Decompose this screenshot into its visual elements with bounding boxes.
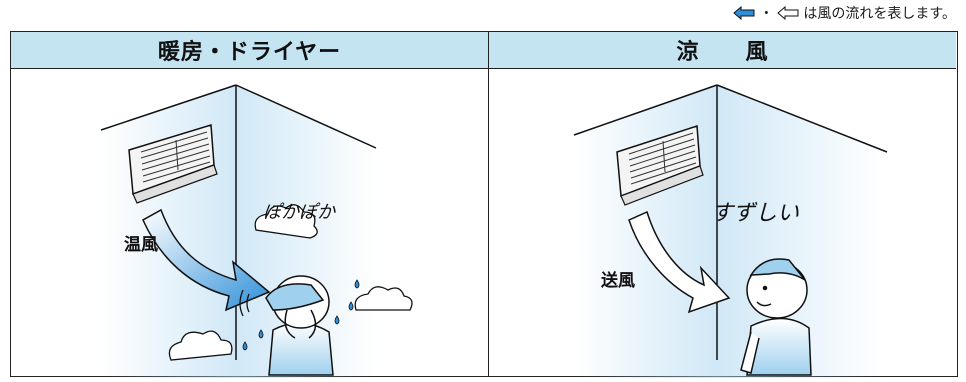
legend-separator: ・ [759, 6, 774, 22]
filled-arrow-icon [733, 6, 755, 20]
cooling-scene: 送風 すずしい [489, 70, 956, 378]
warm-air-arrow [142, 208, 271, 312]
panel-heating-title: 暖房・ドライヤー [11, 32, 488, 69]
legend-text: は風の流れを表します。 [803, 6, 956, 22]
panel-heating: 暖房・ドライヤー [11, 32, 489, 378]
legend: ・ は風の流れを表します。 [733, 3, 956, 23]
air-flow-label: 送風 [601, 271, 635, 291]
air-conditioner-icon [128, 124, 218, 204]
heating-illustration [100, 84, 413, 378]
air-conditioner-icon [616, 124, 704, 206]
hot-person-icon [265, 275, 334, 376]
air-flow-arrow [628, 210, 731, 314]
sound-text-suzushii: すずしい [711, 201, 800, 226]
outline-arrow-icon [777, 6, 799, 20]
sound-text-pokapoka: ぽかぽか [263, 202, 335, 223]
panel-cooling-title: 涼 風 [489, 32, 956, 69]
cooling-illustration [573, 84, 888, 378]
diagram-frame: 暖房・ドライヤー [10, 31, 958, 378]
panel-cooling: 涼 風 [489, 32, 956, 378]
warm-air-label: 温風 [124, 235, 158, 255]
cool-person-icon [740, 258, 812, 376]
heating-scene: 温風 ぽかぽか [11, 70, 488, 378]
